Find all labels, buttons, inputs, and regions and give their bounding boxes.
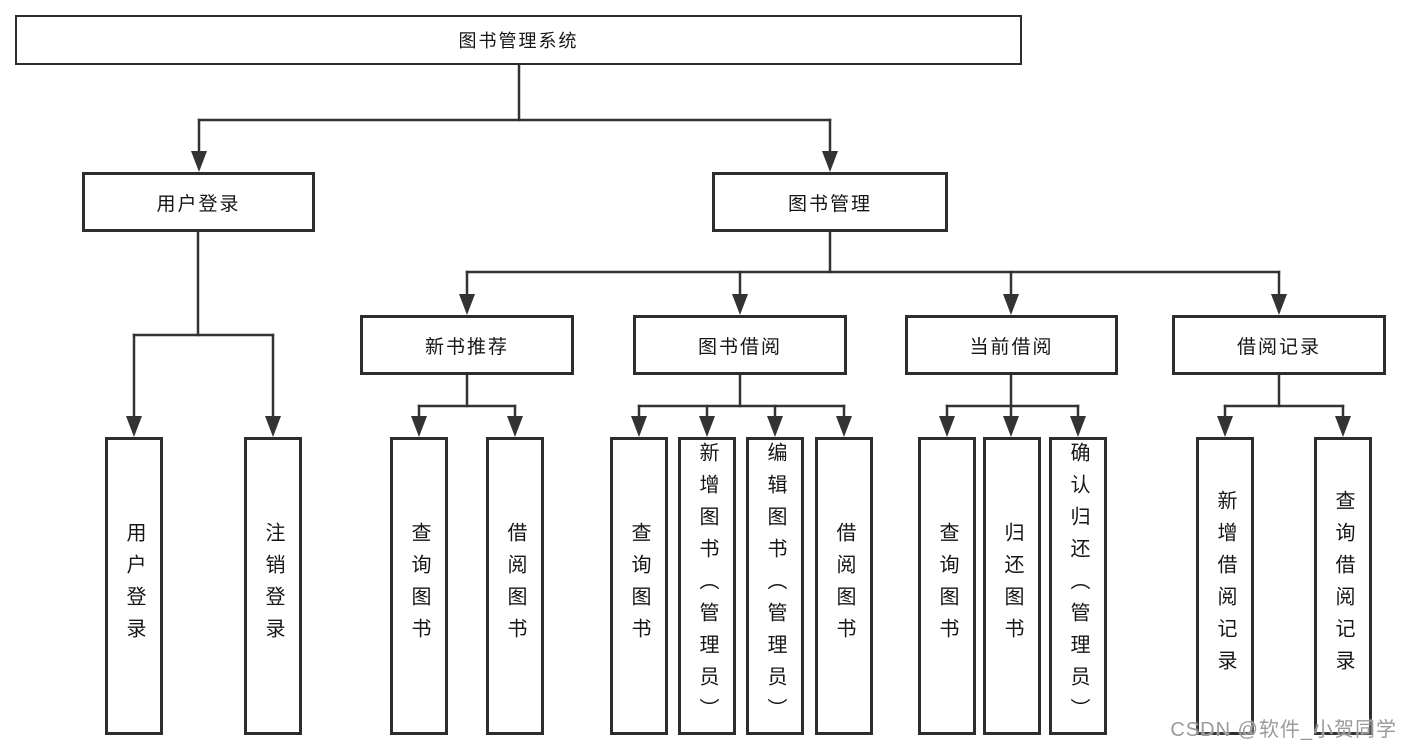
node-label: 图书管理: [787, 193, 872, 215]
node-label: 借阅记录: [1236, 336, 1321, 358]
leaf-user-login: 用户登录: [105, 437, 163, 735]
leaf-bb-borrow-books: 借阅图书: [815, 437, 873, 735]
leaf-cb-query-books: 查询图书: [918, 437, 976, 735]
node-current-borrow: 当前借阅: [905, 315, 1118, 375]
watermark: CSDN @软件_小贺同学: [1170, 719, 1397, 741]
node-label: 新书推荐: [424, 336, 509, 358]
node-label: 当前借阅: [969, 336, 1054, 358]
node-label: 注销登录: [262, 522, 284, 650]
leaf-bb-query-books: 查询图书: [610, 437, 668, 735]
node-label: 确认归还（管理员）: [1067, 442, 1089, 730]
node-label: 查询图书: [408, 522, 430, 650]
node-label: 借阅图书: [504, 522, 526, 650]
node-label: 图书借阅: [697, 336, 782, 358]
leaf-br-query-borrow-record: 查询借阅记录: [1314, 437, 1372, 735]
node-label: 归还图书: [1001, 522, 1023, 650]
node-new-book-recommend: 新书推荐: [360, 315, 574, 375]
node-label: 查询借阅记录: [1332, 490, 1354, 682]
node-borrow-records: 借阅记录: [1172, 315, 1386, 375]
leaf-bb-add-books-admin: 新增图书（管理员）: [678, 437, 736, 735]
node-library-management-system: 图书管理系统: [15, 15, 1022, 65]
node-label: 编辑图书（管理员）: [764, 442, 786, 730]
node-book-management: 图书管理: [712, 172, 948, 232]
leaf-nbr-query-books: 查询图书: [390, 437, 448, 735]
node-label: 查询图书: [936, 522, 958, 650]
leaf-cb-return-books: 归还图书: [983, 437, 1041, 735]
leaf-bb-edit-books-admin: 编辑图书（管理员）: [746, 437, 804, 735]
node-label: 查询图书: [628, 522, 650, 650]
leaf-cb-confirm-return-admin: 确认归还（管理员）: [1049, 437, 1107, 735]
node-label: 图书管理系统: [458, 31, 579, 51]
leaf-br-add-borrow-record: 新增借阅记录: [1196, 437, 1254, 735]
node-label: 新增借阅记录: [1214, 490, 1236, 682]
leaf-logout: 注销登录: [244, 437, 302, 735]
node-user-login: 用户登录: [82, 172, 315, 232]
node-book-borrow: 图书借阅: [633, 315, 847, 375]
node-label: 新增图书（管理员）: [696, 442, 718, 730]
leaf-nbr-borrow-books: 借阅图书: [486, 437, 544, 735]
node-label: 用户登录: [123, 522, 145, 650]
node-label: 用户登录: [156, 193, 241, 215]
node-label: 借阅图书: [833, 522, 855, 650]
